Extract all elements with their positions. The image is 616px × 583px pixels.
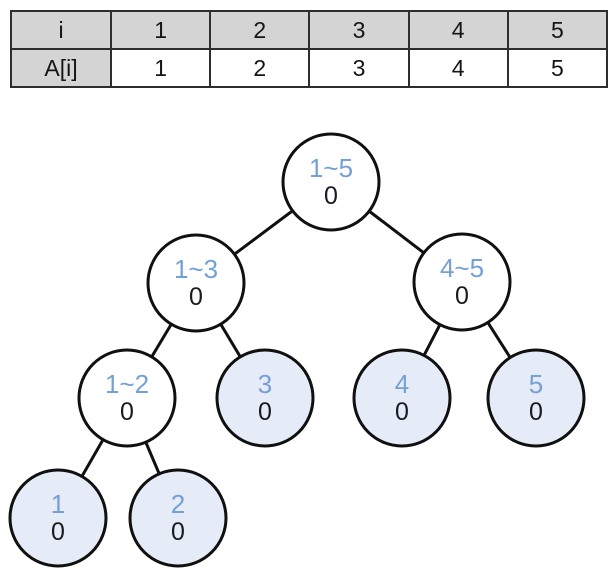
node-range-label: 3	[258, 369, 272, 399]
tree-node-1-3: 1~3 0	[146, 233, 246, 333]
node-range-label: 5	[529, 369, 543, 399]
node-value-label: 0	[455, 282, 469, 310]
node-range-label: 1	[51, 489, 65, 519]
node-range-label: 4~5	[440, 253, 484, 283]
tree-node-4: 4 0	[352, 348, 452, 448]
node-circle	[412, 232, 512, 332]
node-range-label: 4	[395, 369, 409, 399]
node-value-label: 0	[395, 398, 409, 426]
table-row-index: i 1 2 3 4 5	[10, 10, 609, 50]
tree-node-1-5: 1~5 0	[281, 132, 381, 232]
node-range-label: 1~2	[105, 369, 149, 399]
node-value-label: 0	[189, 283, 203, 311]
tree-node-1: 1 0	[8, 468, 108, 568]
table-cell: 5	[506, 10, 609, 50]
table-cell-array-header: A[i]	[10, 48, 112, 88]
node-circle	[215, 348, 315, 448]
node-range-label: 1~5	[309, 153, 353, 183]
table-cell: 1	[109, 48, 212, 88]
array-table: i 1 2 3 4 5 A[i] 1 2 3 4 5	[10, 10, 609, 88]
table-row-values: A[i] 1 2 3 4 5	[10, 48, 609, 88]
table-cell: 2	[209, 48, 311, 88]
node-circle	[8, 468, 108, 568]
tree-node-4-5: 4~5 0	[412, 232, 512, 332]
tree-node-5: 5 0	[486, 348, 586, 448]
tree-node-1-2: 1~2 0	[77, 348, 177, 448]
node-value-label: 0	[51, 518, 65, 546]
node-value-label: 0	[324, 182, 338, 210]
node-range-label: 1~3	[174, 254, 218, 284]
node-circle	[146, 233, 246, 333]
node-circle	[486, 348, 586, 448]
table-cell: 1	[109, 10, 212, 50]
table-cell: 5	[506, 48, 609, 88]
node-circle	[77, 348, 177, 448]
table-cell: 3	[308, 10, 410, 50]
node-value-label: 0	[529, 398, 543, 426]
node-circle	[128, 468, 228, 568]
table-cell-index-header: i	[10, 10, 112, 50]
table-cell: 4	[407, 10, 509, 50]
node-value-label: 0	[120, 398, 134, 426]
node-circle	[281, 132, 381, 232]
tree-node-2: 2 0	[128, 468, 228, 568]
node-value-label: 0	[258, 398, 272, 426]
node-range-label: 2	[171, 489, 185, 519]
node-value-label: 0	[171, 518, 185, 546]
node-circle	[352, 348, 452, 448]
tree-node-3: 3 0	[215, 348, 315, 448]
table-cell: 2	[209, 10, 311, 50]
table-cell: 4	[407, 48, 509, 88]
table-cell: 3	[308, 48, 410, 88]
